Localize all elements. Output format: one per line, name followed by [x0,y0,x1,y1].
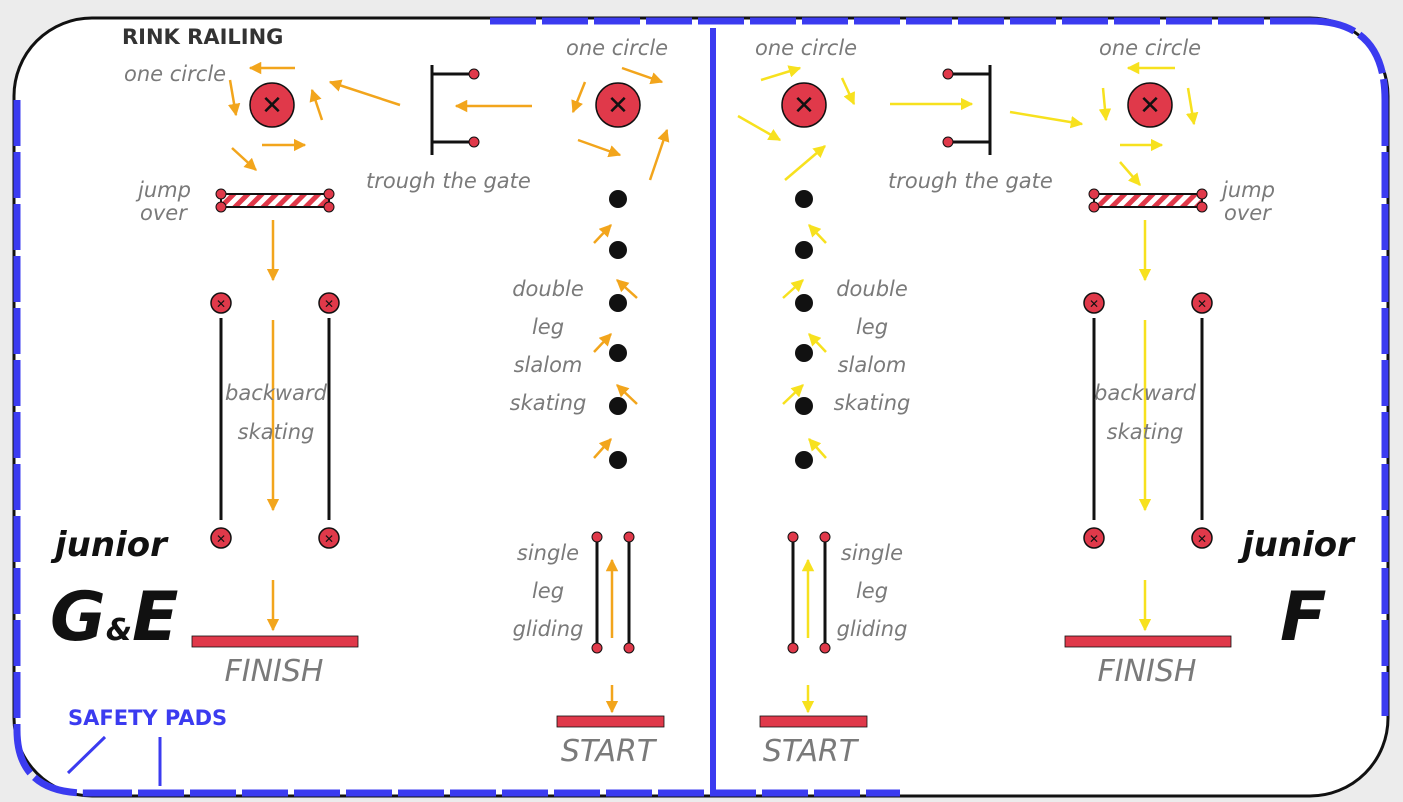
pylon-circle-right-b [1127,82,1173,128]
gate-left [430,65,480,155]
finish-bar-left [191,635,359,648]
one-circle-label-right-a: one circle [755,36,857,60]
gliding-lane-left [591,531,635,654]
x-icon: ✕ [1089,297,1099,311]
x-icon: ✕ [261,91,283,121]
gliding-lane-right [787,531,831,654]
one-circle-label-right-b: one circle [1099,36,1201,60]
x-icon: ✕ [216,297,226,311]
x-icon: ✕ [1139,91,1161,121]
gate-label-right: trough the gate [888,169,1053,193]
gliding-label-left-3: gliding [513,617,584,641]
arrows-left [227,61,670,714]
jump-label-right-2: over [1224,201,1272,225]
backward-label-left-1: backward [225,381,328,405]
safety-pads-label: SAFETY PADS [68,706,227,730]
slalom-label-left-2: leg [532,315,564,339]
start-bar-right [759,715,868,728]
slalom-label-right-1: double [836,277,908,301]
pylon-circle-left-a [249,82,295,128]
x-icon: ✕ [324,532,334,546]
gate-label-left: trough the gate [366,169,531,193]
one-circle-label-left-a: one circle [124,62,226,86]
category-junior-right: junior [1237,525,1356,565]
pylon-circle-left-b [595,82,641,128]
start-label-right: START [763,734,860,769]
gliding-label-left-1: single [517,541,579,565]
finish-bar-right [1064,635,1232,648]
x-icon: ✕ [793,91,815,121]
backward-lane-right: ✕ ✕ ✕ ✕ [1083,292,1213,549]
jump-bar-right [1088,188,1208,213]
slalom-label-left-3: slalom [514,353,583,377]
safety-pads-strip [13,17,1389,797]
gate-right [942,65,992,155]
slalom-label-left-4: skating [510,391,587,415]
x-icon: ✕ [216,532,226,546]
slalom-label-right-3: slalom [838,353,907,377]
jump-label-right-1: jump [1219,178,1275,202]
start-label-left: START [561,734,658,769]
left-course: ✕ ✕ ✕ ✕ ✕ ✕ [50,36,670,769]
x-icon: ✕ [324,297,334,311]
gliding-label-right-3: gliding [837,617,908,641]
backward-label-right-2: skating [1107,420,1184,444]
slalom-cones-right [795,190,813,469]
gliding-label-right-1: single [841,541,903,565]
jump-bar-left [215,188,335,213]
safety-pads-pointer-a [66,735,107,775]
rink-railing-label: RINK RAILING [122,25,283,49]
gliding-label-left-2: leg [532,579,564,603]
backward-label-left-2: skating [238,420,315,444]
x-icon: ✕ [1089,532,1099,546]
finish-label-left: FINISH [225,654,324,689]
jump-label-left-2: over [140,201,188,225]
slalom-label-right-4: skating [834,391,911,415]
backward-lane-left: ✕ ✕ ✕ ✕ [210,292,340,549]
slalom-label-right-2: leg [856,315,888,339]
category-code-right: F [1280,578,1326,657]
gliding-label-right-2: leg [856,579,888,603]
pylon-circle-right-a [781,82,827,128]
slalom-cones-left [609,190,627,469]
x-icon: ✕ [1197,297,1207,311]
arrows-right [737,61,1199,714]
category-junior-left: junior [50,525,169,565]
jump-label-left-1: jump [135,178,191,202]
finish-label-right: FINISH [1098,654,1197,689]
one-circle-label-left-b: one circle [566,36,668,60]
start-bar-left [556,715,665,728]
right-course: ✕ ✕ ✕ ✕ ✕ ✕ [737,36,1356,769]
x-icon: ✕ [607,91,629,121]
backward-label-right-1: backward [1094,381,1197,405]
slalom-label-left-1: double [512,277,584,301]
category-code-left: G&E [50,578,178,657]
x-icon: ✕ [1197,532,1207,546]
